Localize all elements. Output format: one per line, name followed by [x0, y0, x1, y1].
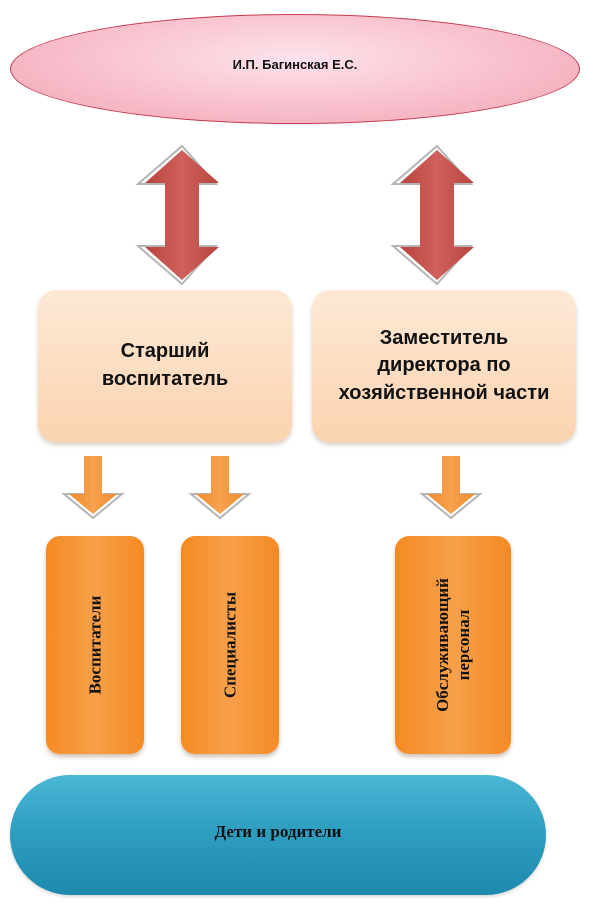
- specialists-node: Специалисты: [181, 536, 279, 754]
- educators-label: Воспитатели: [85, 595, 105, 695]
- down-arrow-educators: [61, 456, 125, 520]
- senior-educator-node: Старший воспитатель: [38, 290, 292, 442]
- service-staff-label: Обслуживающий персонал: [432, 578, 473, 712]
- director-label: И.П. Багинская Е.С.: [232, 56, 358, 72]
- down-arrow-specialists: [188, 456, 252, 520]
- double-arrow-right: [390, 144, 474, 286]
- educators-node: Воспитатели: [46, 536, 144, 754]
- down-arrow-service: [419, 456, 483, 520]
- double-arrow-left: [135, 144, 219, 286]
- service-staff-node: Обслуживающий персонал: [395, 536, 511, 754]
- senior-educator-label: Старший воспитатель: [101, 340, 229, 390]
- deputy-director-label: Заместитель директора по хозяйственной ч…: [338, 326, 550, 404]
- children-parents-label: Дети и родители: [214, 822, 342, 841]
- specialists-label: Специалисты: [220, 591, 240, 699]
- director-node: И.П. Багинская Е.С.: [10, 14, 580, 124]
- deputy-director-node: Заместитель директора по хозяйственной ч…: [312, 290, 576, 442]
- children-parents-node: Дети и родители: [10, 775, 546, 895]
